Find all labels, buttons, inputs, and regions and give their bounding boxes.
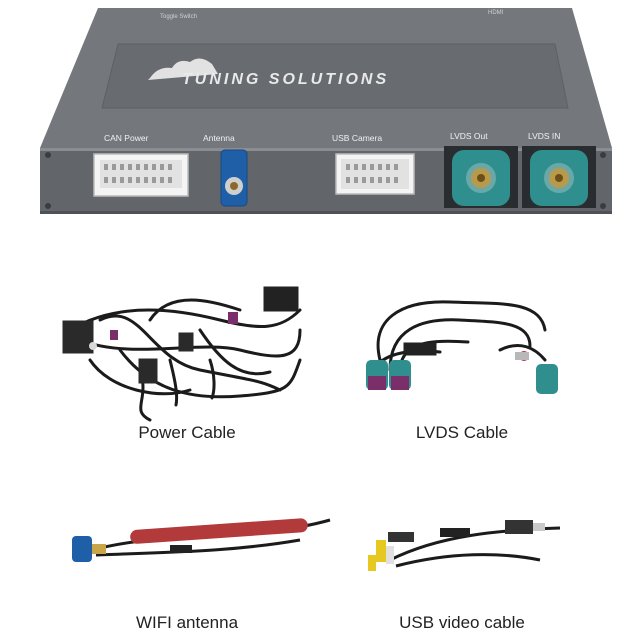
interface-box: TUNING SOLUTIONS Toggle Switch HDMI CAN … xyxy=(40,8,612,214)
port-label-lvds-out: LVDS Out xyxy=(450,131,488,141)
top-left-label: Toggle Switch xyxy=(160,14,197,20)
antenna-connector xyxy=(220,149,248,207)
lvds-connectors xyxy=(366,351,558,394)
power-cable-image xyxy=(62,286,302,422)
caption-lvds-cable: LVDS Cable xyxy=(415,423,509,442)
port-label-lvds-in: LVDS IN xyxy=(528,131,560,141)
wifi-antenna-image xyxy=(72,518,331,562)
screw-icon xyxy=(600,152,606,158)
port-label-can-power: CAN Power xyxy=(104,133,149,143)
box-top-panel xyxy=(101,43,569,109)
can-power-connector xyxy=(93,153,189,197)
lvds-out-connector xyxy=(444,146,518,208)
brand-text: TUNING SOLUTIONS xyxy=(182,71,389,88)
usb-camera-connector xyxy=(335,153,415,195)
power-cable-accents xyxy=(89,312,238,350)
screw-icon xyxy=(45,203,51,209)
caption-wifi-antenna: WIFI antenna xyxy=(135,613,239,632)
screw-icon xyxy=(600,203,606,209)
caption-usb-video-cable: USB video cable xyxy=(399,613,525,632)
usb-video-cable-image xyxy=(368,520,561,571)
port-label-antenna: Antenna xyxy=(203,133,235,143)
port-label-usb-camera: USB Camera xyxy=(332,133,382,143)
top-right-label: HDMI xyxy=(488,10,504,16)
caption-power-cable: Power Cable xyxy=(138,423,236,442)
lvds-in-connector xyxy=(522,146,596,208)
brand-logo: TUNING SOLUTIONS xyxy=(148,58,389,88)
lvds-cable-image xyxy=(376,300,547,372)
screw-icon xyxy=(45,152,51,158)
